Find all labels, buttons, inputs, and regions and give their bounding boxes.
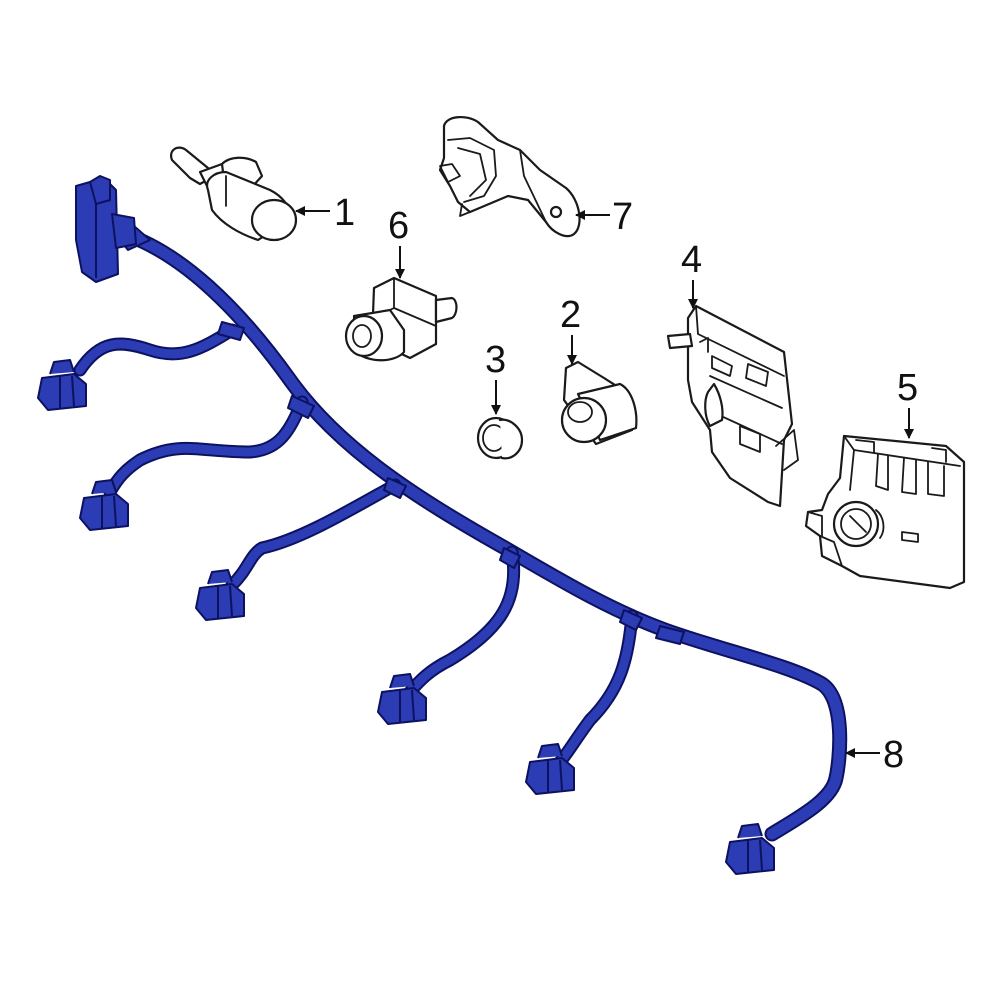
harness-branches [73, 225, 685, 769]
callout-6: 6 [388, 205, 409, 279]
callout-4-label: 4 [681, 239, 702, 281]
callout-7: 7 [575, 196, 633, 238]
callout-3: 3 [485, 339, 506, 415]
callout-2: 2 [560, 294, 581, 365]
callout-8-label: 8 [883, 734, 904, 776]
harness-sensor-connector-2[interactable] [79, 479, 129, 531]
part-1-sensor[interactable] [170, 146, 298, 242]
callout-6-label: 6 [388, 205, 409, 247]
part-7-bracket[interactable] [438, 116, 581, 238]
callout-5-label: 5 [897, 367, 918, 409]
wire-harness[interactable] [37, 175, 848, 875]
part-6-sensor[interactable] [344, 276, 458, 362]
callout-8: 8 [845, 734, 904, 776]
callout-1: 1 [295, 192, 355, 234]
harness-trunk [110, 224, 848, 842]
callout-4: 4 [681, 239, 702, 309]
part-5-module[interactable] [804, 434, 966, 590]
callout-5: 5 [897, 367, 918, 439]
part-4-bracket[interactable] [666, 304, 799, 508]
callout-7-label: 7 [612, 196, 633, 238]
part-3-grommet[interactable] [476, 416, 524, 460]
part-2-sensor[interactable] [560, 360, 638, 446]
callout-1-label: 1 [334, 192, 355, 234]
callout-3-label: 3 [485, 339, 506, 381]
harness-main-connector[interactable] [75, 175, 137, 283]
callout-2-label: 2 [560, 294, 581, 336]
